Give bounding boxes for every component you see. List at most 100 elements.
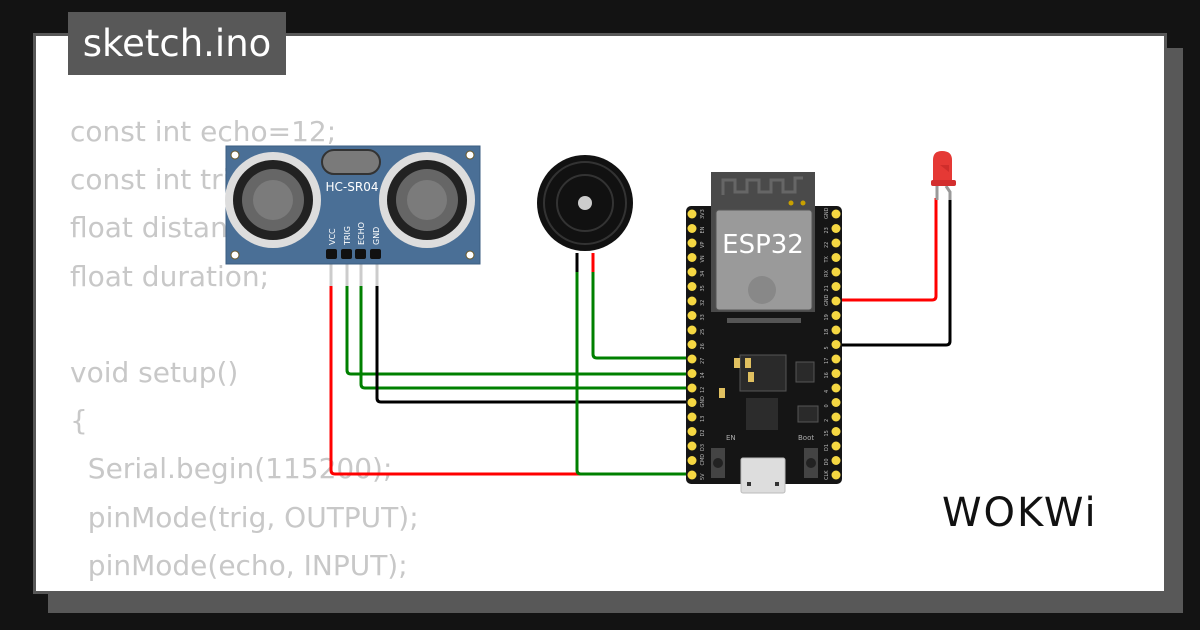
pin-label: 22 [824,242,830,248]
pin-label: 17 [824,358,830,364]
pin-left-14[interactable] [687,369,697,378]
pin-left-d2[interactable] [687,427,697,436]
hc-sr04-sensor[interactable]: HC-SR04 VCC TRIG ECHO GND [225,145,481,265]
led[interactable] [931,151,956,200]
pin-label: GND [824,294,830,306]
pin-left-26[interactable] [687,340,697,349]
pin-label: 26 [700,343,706,349]
pin-label-gnd: GND [372,227,381,245]
usb-port [740,457,786,494]
pin-label: RX [824,270,830,277]
pin-left-35[interactable] [687,282,697,291]
pin-label: 4 [824,390,830,393]
pin-label: 27 [700,358,706,364]
pin-left-vp[interactable] [687,238,697,248]
pin-label: 33 [700,314,706,320]
pin-label: 23 [824,227,830,233]
pin-right-18[interactable] [831,325,841,335]
pin-label: D2 [700,429,706,436]
pin-label: TX [824,255,830,263]
file-tab[interactable]: sketch.ino [68,12,286,75]
pin-label: 2 [824,419,830,422]
pin-left-34[interactable] [687,267,697,277]
pin-label-echo: ECHO [357,222,366,245]
pin-label: 15 [824,430,830,436]
pin-label: EN [700,226,706,233]
pin-label: 21 [824,285,830,291]
pin-left-32[interactable] [687,296,697,306]
pin-right-d0[interactable] [831,456,841,465]
pin-left-25[interactable] [687,325,697,335]
pin-label: GND [700,396,706,408]
pin-label: CLK [824,470,830,480]
pin-right-23[interactable] [831,224,841,233]
pin-label-vcc: VCC [328,228,337,245]
pin-left-3v3[interactable] [687,209,697,219]
preview-panel: const int echo=12; const int trig=14; fl… [33,33,1167,594]
wires [329,198,952,476]
pin-right-4[interactable] [831,383,841,393]
pin-left-en[interactable] [687,224,697,233]
wire-trig-14 [345,285,692,376]
pin-label: D1 [824,444,830,451]
pin-left-d3[interactable] [687,441,697,451]
pin-label: D0 [824,458,830,465]
pin-right-22[interactable] [831,238,841,248]
pin-left-vn[interactable] [687,253,697,262]
wire-buzzer-27 [591,270,692,360]
wire-led-anode [836,198,938,302]
pin-label: CMD [700,454,706,466]
pin-right-gnd[interactable] [831,296,841,306]
pin-right-0[interactable] [831,398,841,407]
pin-right-clk[interactable] [831,470,841,480]
transducer-left [225,152,321,248]
esp32-board[interactable]: ESP32 3V3ENVPVN343532332526271412GND13D2… [686,172,842,494]
pin-label: 34 [700,271,706,277]
pin-label: 19 [824,314,830,320]
left-header-pins: 3V3ENVPVN343532332526271412GND13D2D3CMD5… [687,209,706,480]
pin-left-gnd[interactable] [687,398,697,407]
pin-right-5[interactable] [831,340,841,349]
pin-right-17[interactable] [831,354,841,364]
pin-label-trig: TRIG [343,226,352,246]
wire-vcc-5v [329,285,692,476]
wire-buzzer-5v [575,270,692,476]
pin-label: VP [700,242,706,248]
wire-stubs [329,253,595,286]
pin-left-33[interactable] [687,311,697,320]
pin-left-cmd[interactable] [687,456,697,465]
pin-right-2[interactable] [831,412,841,422]
pin-label: GND [824,207,830,219]
buzzer[interactable] [537,155,633,251]
pin-label: 16 [824,372,830,378]
pin-label: 32 [700,300,706,306]
pin-right-15[interactable] [831,427,841,436]
pin-label: 35 [700,285,706,291]
pin-right-16[interactable] [831,369,841,378]
pin-label: 14 [700,372,706,378]
wire-echo-12 [359,285,692,390]
pin-right-gnd[interactable] [831,209,841,219]
pin-right-rx[interactable] [831,267,841,277]
pin-right-d1[interactable] [831,441,841,451]
pin-label: 18 [824,329,830,335]
pin-label: VN [700,255,706,262]
pin-label: 0 [824,404,830,407]
pin-left-27[interactable] [687,354,697,364]
en-button-label: EN [726,434,736,442]
pin-left-5v[interactable] [687,470,697,480]
pin-right-19[interactable] [831,311,841,320]
transducer-right [379,152,475,248]
pin-right-tx[interactable] [831,253,841,262]
pin-label: 3V3 [700,209,706,219]
esp32-label: ESP32 [722,230,804,260]
pin-label: 5 [824,346,830,349]
wire-gnd-gnd [375,285,692,404]
pin-label: D3 [700,444,706,451]
pin-right-21[interactable] [831,282,841,291]
pin-left-13[interactable] [687,412,697,422]
pin-left-12[interactable] [687,383,697,393]
pin-label: 12 [700,387,706,393]
wokwi-logo: WOKWi [942,490,1098,536]
